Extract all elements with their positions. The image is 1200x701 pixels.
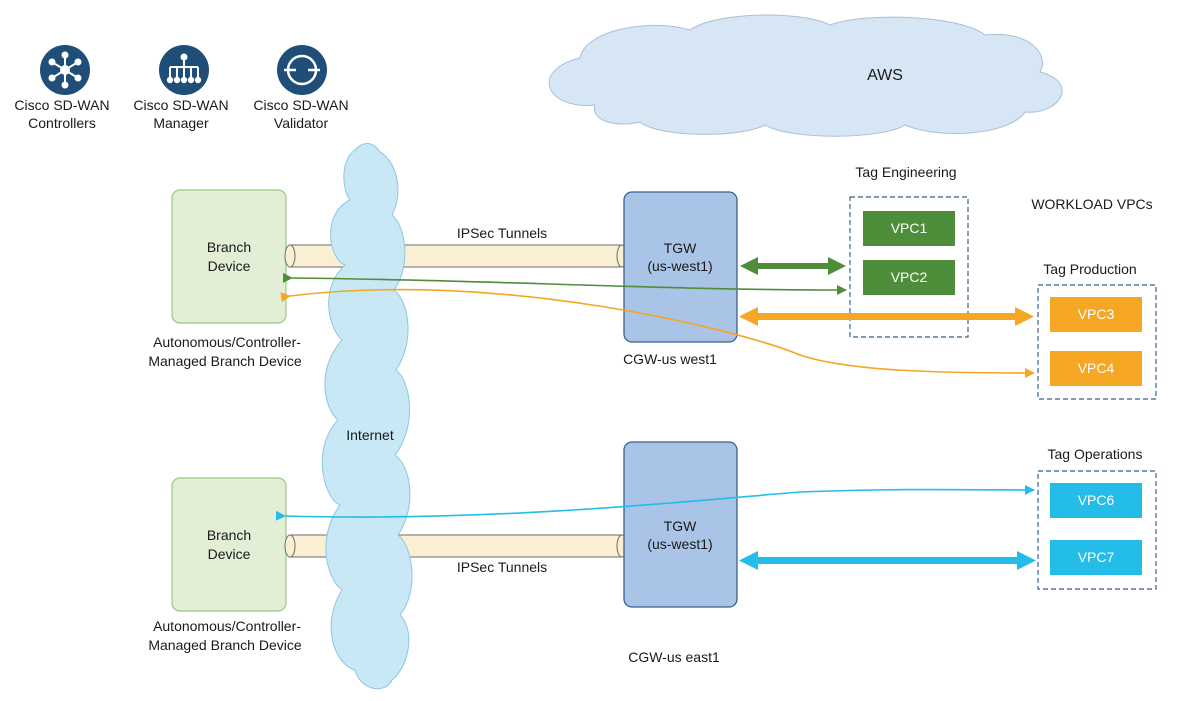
tag-label: Tag Production — [1043, 261, 1136, 277]
tgw-west: TGW (us-west1) — [623, 191, 738, 343]
vpc-label: VPC2 — [891, 269, 928, 285]
arrow-tgw-engineering — [740, 257, 846, 275]
arrow-tgw-production — [739, 307, 1034, 326]
vpc-label: VPC1 — [891, 220, 928, 236]
vpc-label: VPC3 — [1078, 306, 1115, 322]
branch-label-line1: Branch — [207, 239, 251, 255]
branch-label-line2: Device — [208, 258, 251, 274]
controllers-label-line2: Controllers — [28, 115, 96, 131]
workload-vpcs-label: WORKLOAD VPCs — [1031, 196, 1152, 212]
branch-device-bottom: Branch Device — [171, 477, 287, 612]
tgw-east: TGW (us-west1) — [623, 441, 738, 608]
vpc-box — [1050, 351, 1142, 386]
tgw-label-line2: (us-west1) — [647, 258, 712, 274]
vpc-box — [1050, 540, 1142, 575]
tag-group-operations: Tag Operations VPC6 VPC7 — [1037, 446, 1157, 590]
controllers-label-line1: Cisco SD-WAN — [14, 97, 109, 113]
branch-caption-line2: Managed Branch Device — [148, 637, 302, 653]
flow-branch-production — [280, 288, 1035, 378]
vpc-box — [863, 211, 955, 246]
branch-caption-line1: Autonomous/Controller- — [153, 334, 301, 350]
aws-label: AWS — [867, 67, 903, 84]
ipsec-tunnels-label: IPSec Tunnels — [457, 225, 547, 241]
tgw-label-line1: TGW — [664, 240, 697, 256]
tgw-label-line1: TGW — [664, 518, 697, 534]
vpc-label: VPC7 — [1078, 549, 1115, 565]
tgw-caption: CGW-us west1 — [623, 351, 717, 367]
branch-caption-line1: Autonomous/Controller- — [153, 618, 301, 634]
validator-label-line1: Cisco SD-WAN — [253, 97, 348, 113]
branch-label-line2: Device — [208, 546, 251, 562]
manager-label-line2: Manager — [153, 115, 209, 131]
branch-caption-line2: Managed Branch Device — [148, 353, 302, 369]
tag-group-engineering: Tag Engineering VPC1 VPC2 — [849, 164, 969, 338]
manager-legend: Cisco SD-WAN Manager — [133, 45, 229, 131]
controllers-legend: Cisco SD-WAN Controllers — [14, 45, 110, 131]
tgw-label-line2: (us-west1) — [647, 536, 712, 552]
vpc-label: VPC6 — [1078, 492, 1115, 508]
tgw-caption: CGW-us east1 — [628, 649, 720, 665]
ipsec-tunnels-label: IPSec Tunnels — [457, 559, 547, 575]
flow-branch-operations — [275, 484, 1035, 521]
aws-cloud: AWS — [548, 14, 1063, 137]
branch-label-line1: Branch — [207, 527, 251, 543]
tag-group-production: Tag Production VPC3 VPC4 — [1037, 261, 1157, 400]
vpc-label: VPC4 — [1078, 360, 1115, 376]
flow-branch-engineering — [282, 272, 847, 295]
branch-device-top: Branch Device — [171, 189, 287, 324]
validator-icon — [277, 45, 327, 95]
internet-cloud: Internet — [321, 143, 413, 690]
validator-label-line2: Validator — [274, 115, 329, 131]
tag-label: Tag Engineering — [855, 164, 956, 180]
validator-legend: Cisco SD-WAN Validator — [253, 45, 349, 131]
vpc-box — [1050, 297, 1142, 332]
manager-label-line1: Cisco SD-WAN — [133, 97, 228, 113]
arrow-tgw-operations — [739, 551, 1036, 570]
vpc-box — [1050, 483, 1142, 518]
internet-label: Internet — [346, 427, 394, 443]
tag-label: Tag Operations — [1048, 446, 1143, 462]
vpc-box — [863, 260, 955, 295]
